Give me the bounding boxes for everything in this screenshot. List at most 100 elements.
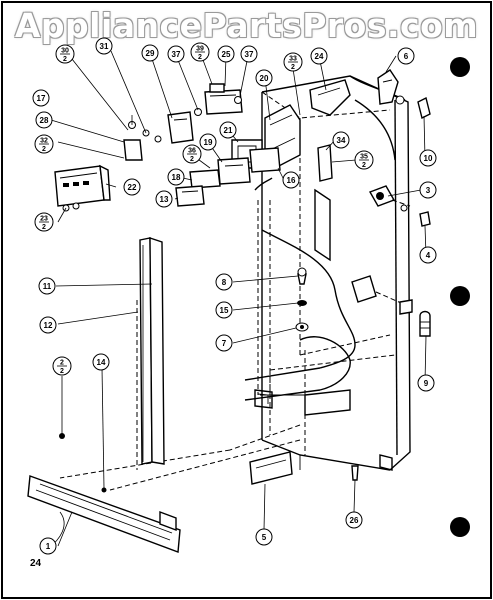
callout-33: 332 [283, 52, 303, 72]
callout-number: 37 [172, 50, 181, 59]
callout-number: 22 [128, 183, 137, 192]
callout-2: 22 [52, 356, 72, 376]
callout-17: 17 [32, 89, 50, 107]
callout-6: 6 [397, 47, 415, 65]
callout-12: 12 [39, 316, 57, 334]
callout-denominator: 2 [362, 162, 366, 169]
callout-11: 11 [38, 277, 56, 295]
callout-number: 5 [262, 533, 267, 542]
screw-part-26 [351, 465, 359, 481]
callout-denominator: 2 [60, 368, 64, 375]
callout-21: 21 [219, 121, 237, 139]
callout-23: 232 [34, 212, 54, 232]
callout-22: 22 [123, 178, 141, 196]
control-panel-part-22 [54, 164, 111, 212]
callout-number: 4 [426, 251, 431, 260]
right-side-parts [351, 69, 431, 337]
door-strips [136, 237, 165, 470]
callout-denominator: 2 [190, 156, 194, 163]
block-part-5 [249, 451, 293, 485]
callout-37: 37 [167, 45, 185, 63]
callout-7: 7 [215, 334, 233, 352]
callout-number: 14 [97, 358, 106, 367]
callout-numerator: 2 [60, 360, 64, 367]
callout-number: 8 [222, 278, 227, 287]
callout-18: 18 [167, 168, 185, 186]
toe-grille-part-1 [27, 475, 181, 553]
callout-numerator: 32 [40, 138, 48, 145]
callout-5: 5 [255, 528, 273, 546]
callout-31: 31 [95, 37, 113, 55]
callout-number: 29 [146, 49, 155, 58]
callout-number: 37 [245, 50, 254, 59]
callout-number: 18 [172, 173, 181, 182]
callout-number: 34 [337, 136, 346, 145]
callout-numerator: 33 [289, 56, 297, 63]
callout-number: 19 [204, 138, 213, 147]
callout-28: 28 [35, 111, 53, 129]
callout-number: 11 [43, 282, 52, 291]
screw-2 [59, 433, 65, 439]
callout-4: 4 [419, 246, 437, 264]
callout-number: 12 [44, 321, 53, 330]
callout-numerator: 23 [40, 216, 48, 223]
callout-36: 362 [182, 144, 202, 164]
callout-9: 9 [417, 374, 435, 392]
callout-number: 21 [224, 126, 233, 135]
callout-number: 24 [315, 52, 324, 61]
watermark: AppliancePartsPros.com [14, 6, 479, 45]
callout-1: 1 [39, 537, 57, 555]
callout-numerator: 30 [61, 48, 69, 55]
callout-denominator: 2 [198, 54, 202, 61]
callout-37: 37 [240, 45, 258, 63]
callout-number: 6 [404, 52, 409, 61]
callout-number: 25 [222, 50, 231, 59]
callout-15: 15 [215, 301, 233, 319]
callout-number: 10 [424, 154, 433, 163]
bracket-group [123, 83, 243, 161]
callout-8: 8 [215, 273, 233, 291]
binder-hole [450, 286, 470, 306]
callout-number: 13 [160, 195, 169, 204]
callout-39: 392 [190, 42, 210, 62]
callout-labels: 1345678910111213141516171819202122242526… [32, 37, 437, 555]
callout-denominator: 2 [42, 224, 46, 231]
callout-denominator: 2 [42, 146, 46, 153]
binder-hole [450, 57, 470, 77]
callout-19: 19 [199, 133, 217, 151]
screw-14 [101, 487, 107, 493]
callout-numerator: 35 [360, 154, 368, 161]
callout-number: 26 [350, 516, 359, 525]
control-housing-group [217, 79, 351, 191]
callout-35: 352 [354, 150, 374, 170]
page-number: 24 [30, 558, 42, 569]
callout-3: 3 [419, 181, 437, 199]
callout-number: 17 [37, 94, 46, 103]
callout-26: 26 [345, 511, 363, 529]
callout-numerator: 39 [196, 46, 204, 53]
callout-number: 3 [426, 186, 431, 195]
callout-denominator: 2 [291, 64, 295, 71]
callout-number: 9 [424, 379, 429, 388]
callout-number: 15 [220, 306, 229, 315]
small-parts-13-18 [175, 169, 221, 207]
callout-14: 14 [92, 353, 110, 371]
centre-fasteners [295, 267, 309, 332]
callout-25: 25 [217, 45, 235, 63]
callout-13: 13 [155, 190, 173, 208]
callout-number: 20 [260, 74, 269, 83]
callout-10: 10 [419, 149, 437, 167]
callout-number: 28 [40, 116, 49, 125]
callout-34: 34 [332, 131, 350, 149]
binder-hole [450, 517, 470, 537]
callout-number: 7 [222, 339, 227, 348]
callout-30: 302 [55, 44, 75, 64]
callout-24: 24 [310, 47, 328, 65]
callout-29: 29 [141, 44, 159, 62]
callout-20: 20 [255, 69, 273, 87]
callout-32: 322 [34, 134, 54, 154]
callout-number: 16 [287, 176, 296, 185]
